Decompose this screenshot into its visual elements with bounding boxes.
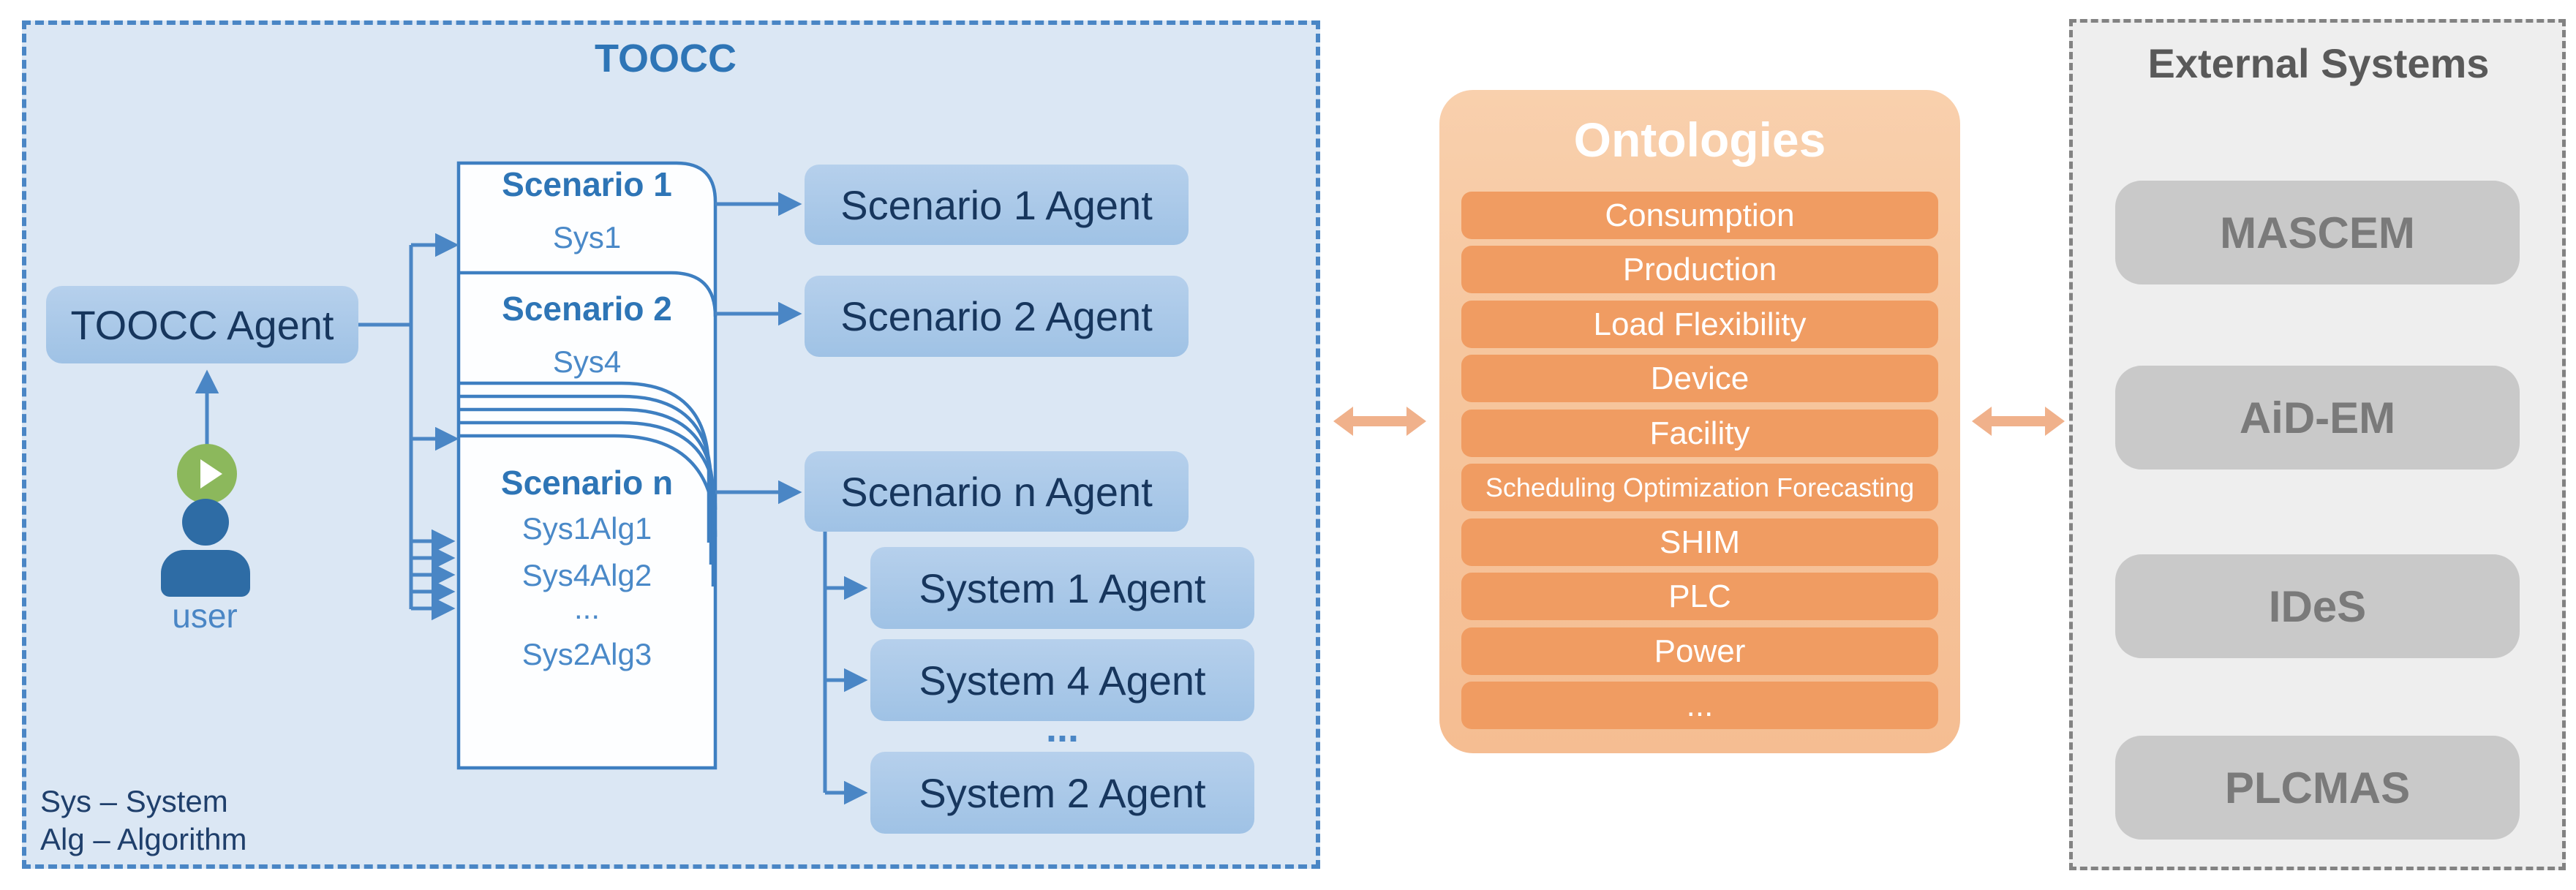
play-icon bbox=[177, 444, 237, 504]
system1-agent-box: System 1 Agent bbox=[870, 547, 1254, 629]
ontology-item-shim: SHIM bbox=[1461, 518, 1938, 566]
legend-alg: Alg – Algorithm bbox=[40, 822, 247, 856]
external-system-mascem: MASCEM bbox=[2115, 181, 2520, 284]
ontology-item-power: Power bbox=[1461, 627, 1938, 675]
ontology-item-device: Device bbox=[1461, 355, 1938, 402]
toocc-title: TOOCC bbox=[594, 37, 737, 80]
scenario-stack-outline bbox=[456, 161, 718, 770]
scenario2-detail: Sys4 bbox=[552, 344, 622, 379]
scenario2-page-curve bbox=[459, 271, 718, 317]
user-icon bbox=[159, 499, 252, 600]
ontology-item-production: Production bbox=[1461, 246, 1938, 293]
scenarioN-detail-2: Sys4Alg2 bbox=[521, 558, 652, 592]
scenario-stack bbox=[456, 161, 718, 770]
double-arrow-toocc-ontologies bbox=[1333, 407, 1426, 436]
ontology-item-load-flexibility: Load Flexibility bbox=[1461, 301, 1938, 348]
ontology-item-ellipsis: ... bbox=[1461, 682, 1938, 729]
scenarioN-title: Scenario n bbox=[500, 464, 674, 502]
scenario1-agent-box: Scenario 1 Agent bbox=[805, 165, 1189, 245]
scenarioN-page-curve bbox=[459, 434, 718, 538]
scenarioN-detail-1: Sys1Alg1 bbox=[521, 511, 652, 546]
scenario1-detail: Sys1 bbox=[552, 220, 622, 254]
legend-sys: Sys – System bbox=[40, 784, 228, 818]
scenario1-title: Scenario 1 bbox=[502, 165, 672, 203]
system-agents-ellipsis: ... bbox=[1045, 706, 1079, 750]
orange-arrows bbox=[1333, 407, 2065, 436]
stack-sheet-4 bbox=[459, 421, 718, 510]
external-systems-title: External Systems bbox=[2147, 39, 2490, 86]
external-system-ides: IDeS bbox=[2115, 554, 2520, 658]
scenarioN-ellipsis: ... bbox=[573, 591, 600, 625]
user-icon-body bbox=[161, 550, 250, 597]
scenarioN-detail-3: Sys2Alg3 bbox=[521, 637, 652, 671]
ontologies-title: Ontologies bbox=[1573, 113, 1826, 167]
user-label: user bbox=[172, 597, 238, 635]
external-system-plcmas: PLCMAS bbox=[2115, 736, 2520, 840]
system2-agent-box: System 2 Agent bbox=[870, 752, 1254, 834]
scenario2-title: Scenario 2 bbox=[502, 290, 672, 328]
user-icon-head bbox=[182, 499, 229, 546]
ontology-item-consumption: Consumption bbox=[1461, 192, 1938, 239]
external-system-aid-em: AiD-EM bbox=[2115, 366, 2520, 469]
blue-connectors bbox=[195, 192, 868, 805]
scenario2-agent-box: Scenario 2 Agent bbox=[805, 276, 1189, 357]
double-arrow-ontologies-external bbox=[1972, 407, 2065, 436]
scenarioN-agent-box: Scenario n Agent bbox=[805, 451, 1189, 532]
system4-agent-box: System 4 Agent bbox=[870, 639, 1254, 721]
toocc-agent-box: TOOCC Agent bbox=[46, 286, 358, 363]
ontology-item-scheduling-optimization-forecasting: Scheduling Optimization Forecasting bbox=[1461, 464, 1938, 511]
ontology-item-facility: Facility bbox=[1461, 410, 1938, 457]
ontology-item-plc: PLC bbox=[1461, 573, 1938, 620]
